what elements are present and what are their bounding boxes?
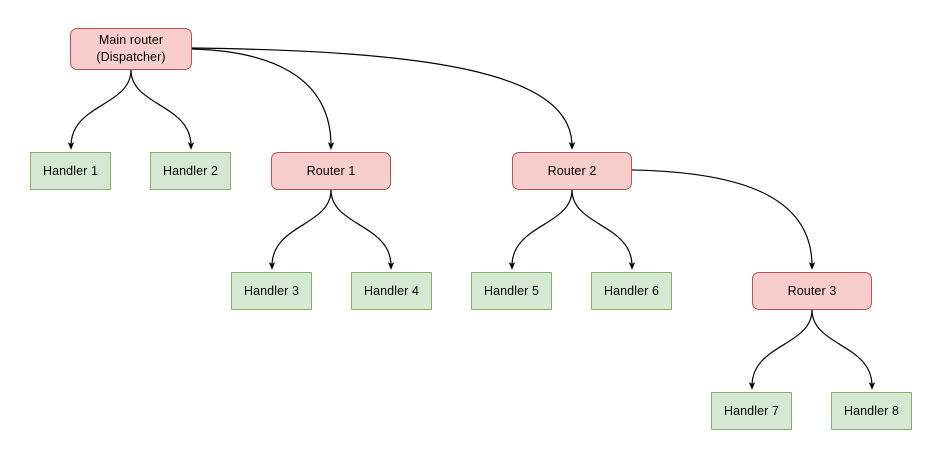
node-router-1[interactable]: Router 1: [271, 152, 391, 190]
node-handler-8[interactable]: Handler 8: [831, 392, 912, 430]
edge-router-1-to-handler-4: [330, 189, 395, 270]
edge-main-router-to-router-2: [191, 47, 576, 150]
node-handler-6[interactable]: Handler 6: [591, 272, 672, 310]
node-main-router[interactable]: Main router (Dispatcher): [70, 28, 192, 70]
node-label: Handler 6: [603, 283, 660, 298]
node-label: Router 2: [547, 163, 597, 178]
edge-router-2-to-handler-6: [571, 189, 636, 270]
node-label: Main router (Dispatcher): [96, 33, 166, 64]
node-label: Router 3: [787, 283, 837, 298]
node-router-3[interactable]: Router 3: [752, 272, 872, 310]
edge-router-2-to-handler-5: [508, 189, 573, 270]
node-handler-1[interactable]: Handler 1: [30, 152, 111, 190]
node-label: Handler 7: [723, 403, 780, 418]
node-router-2[interactable]: Router 2: [512, 152, 632, 190]
edge-router-3-to-handler-7: [748, 309, 813, 390]
node-handler-5[interactable]: Handler 5: [471, 272, 552, 310]
node-handler-4[interactable]: Handler 4: [351, 272, 432, 310]
node-label: Handler 1: [42, 163, 99, 178]
edge-main-router-to-handler-1: [67, 69, 132, 150]
node-label: Router 1: [306, 163, 356, 178]
node-handler-7[interactable]: Handler 7: [711, 392, 792, 430]
edge-router-3-to-handler-8: [811, 309, 876, 390]
edge-router-1-to-handler-3: [268, 189, 332, 270]
edge-main-router-to-handler-2: [130, 69, 195, 150]
node-label: Handler 2: [162, 163, 219, 178]
edge-router-2-to-router-3: [631, 169, 816, 270]
node-label: Handler 5: [483, 283, 540, 298]
node-label: Handler 3: [243, 283, 300, 298]
edge-main-router-to-router-1: [191, 48, 335, 150]
node-handler-3[interactable]: Handler 3: [231, 272, 312, 310]
node-handler-2[interactable]: Handler 2: [150, 152, 231, 190]
node-label: Handler 4: [363, 283, 420, 298]
node-label: Handler 8: [843, 403, 900, 418]
